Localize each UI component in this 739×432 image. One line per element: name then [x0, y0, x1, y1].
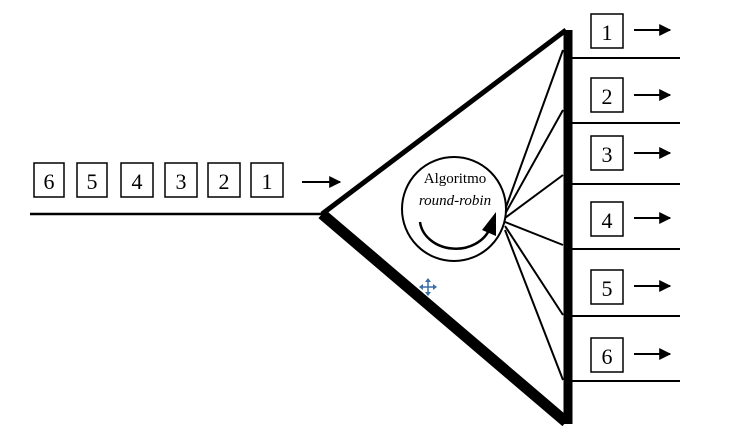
output-queue: 6 — [568, 337, 680, 382]
input-packet: 3 — [164, 162, 198, 198]
output-packet-label: 3 — [602, 142, 613, 167]
algorithm-subtitle: round-robin — [419, 193, 491, 209]
output-queue: 3 — [568, 135, 680, 185]
output-queue: 2 — [568, 77, 680, 124]
output-queues: 1 2 3 4 5 — [568, 13, 680, 382]
output-packet-label: 6 — [602, 344, 613, 369]
input-packet-label: 3 — [176, 169, 187, 194]
input-packet-label: 1 — [262, 169, 273, 194]
input-packet-label: 5 — [87, 169, 98, 194]
input-packet: 4 — [120, 162, 154, 198]
input-packet: 2 — [207, 162, 241, 198]
fan-out-lines — [504, 49, 564, 381]
output-queue: 5 — [568, 269, 680, 317]
move-cursor-icon[interactable] — [419, 278, 437, 296]
output-packet-label: 4 — [602, 208, 613, 233]
output-queue: 4 — [568, 201, 680, 250]
input-packet-label: 4 — [132, 169, 143, 194]
input-queue: 6 5 4 3 2 1 — [33, 162, 284, 198]
input-packet-label: 2 — [219, 169, 230, 194]
input-packet: 6 — [33, 162, 65, 198]
circular-arrow-icon — [418, 212, 496, 250]
output-packet-label: 1 — [602, 20, 613, 45]
output-queue: 1 — [568, 13, 680, 59]
algorithm-circle: Algoritmo round-robin — [401, 156, 507, 262]
algorithm-title: Algoritmo — [424, 171, 487, 187]
input-packet: 1 — [250, 162, 284, 198]
input-packet: 5 — [76, 162, 108, 198]
output-packet-label: 5 — [602, 276, 613, 301]
output-packet-label: 2 — [602, 84, 613, 109]
input-packet-label: 6 — [44, 169, 55, 194]
